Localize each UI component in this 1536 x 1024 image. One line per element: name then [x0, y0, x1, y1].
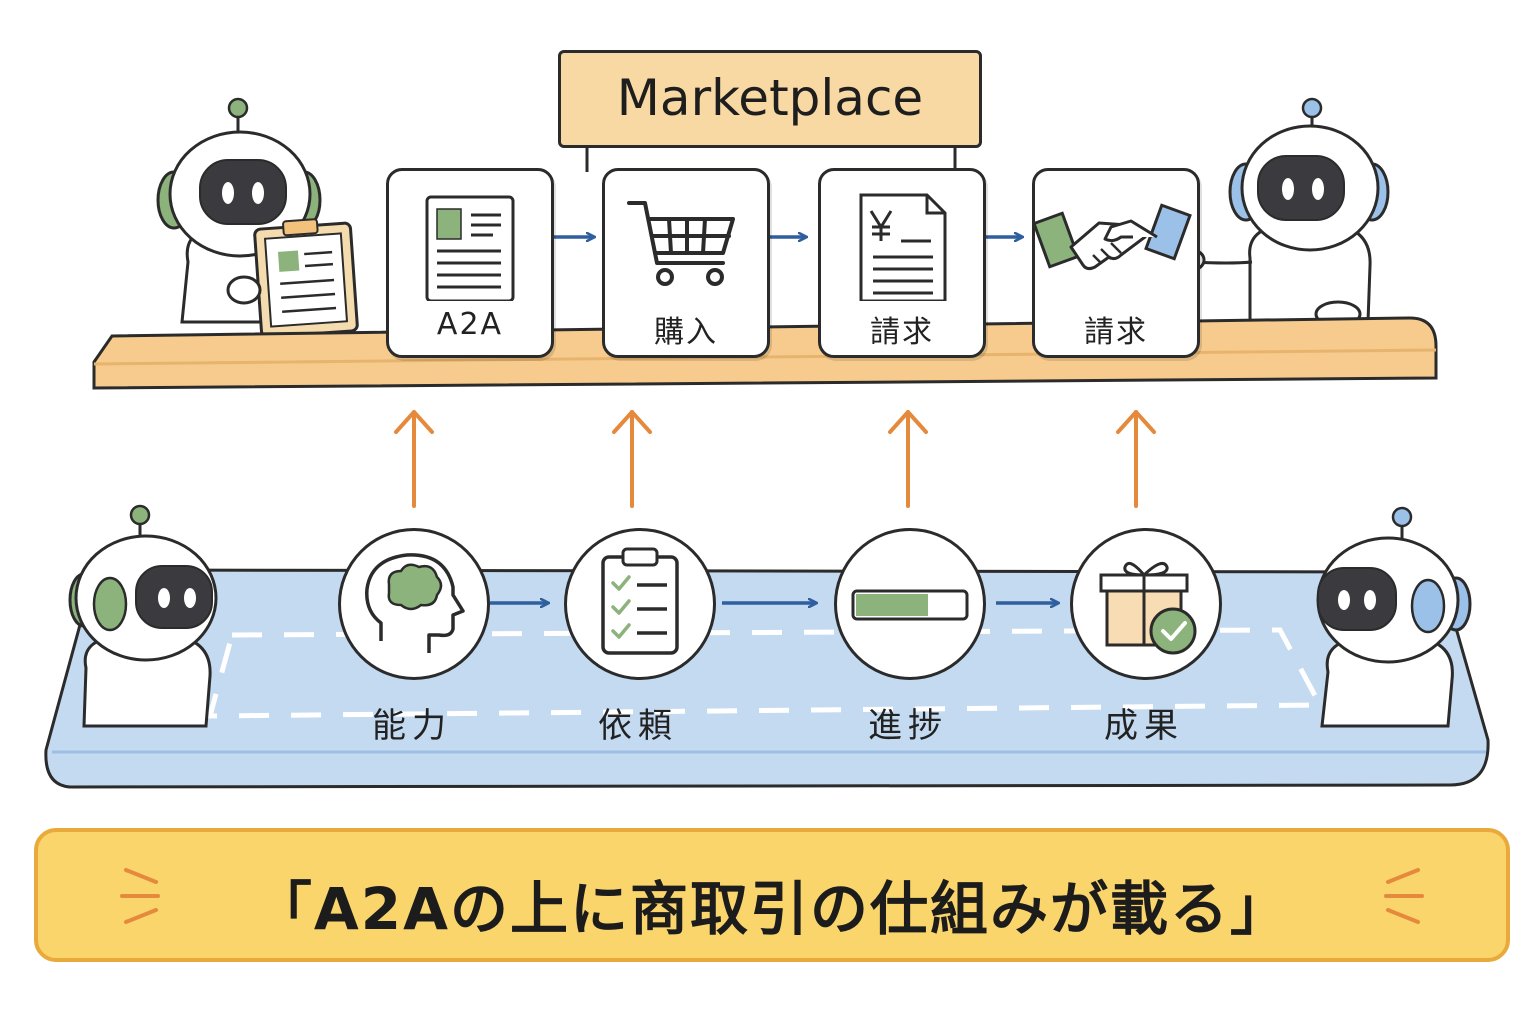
connector-arrows-up	[394, 410, 1156, 508]
progress-bar-icon	[851, 589, 969, 621]
bottom-step-label: 能力	[372, 706, 452, 746]
handshake-icon	[1035, 203, 1192, 271]
brain-head-icon	[365, 553, 465, 653]
marketplace-sign-label: Marketplace	[616, 69, 924, 127]
bottom-step-node-progress	[834, 528, 986, 680]
shopping-cart-icon	[627, 201, 735, 286]
bottom-step-node-capability	[338, 528, 490, 680]
document-icon	[425, 195, 515, 301]
bottom-step-node-outcome	[1070, 528, 1222, 680]
robot-icon	[1316, 506, 1472, 728]
caption-text: 「A2Aの上に商取引の仕組みが載る」	[253, 875, 1291, 943]
caption-banner: 「A2Aの上に商取引の仕組みが載る」	[34, 828, 1510, 962]
robot-icon	[68, 504, 218, 728]
top-step-card-a2a: A2A	[386, 168, 554, 358]
bottom-step-label: 進捗	[868, 706, 948, 746]
bottom-step-label: 成果	[1104, 706, 1184, 746]
top-step-card-invoice: 請求	[818, 168, 986, 358]
clipboard-icon	[226, 218, 359, 339]
top-step-label: 請求	[870, 315, 934, 350]
gift-check-icon	[1099, 561, 1197, 655]
emphasis-marks	[120, 868, 1424, 924]
top-step-label: 請求	[1084, 315, 1148, 350]
robot-icon	[1178, 97, 1390, 328]
top-step-label: 購入	[654, 315, 718, 350]
yen-invoice-icon	[859, 193, 947, 301]
checklist-clipboard-icon	[601, 547, 679, 655]
bottom-step-node-request	[564, 528, 716, 680]
top-step-label: A2A	[436, 307, 504, 342]
top-step-card-purchase: 購入	[602, 168, 770, 358]
marketplace-sign: Marketplace	[558, 50, 982, 148]
bottom-step-label: 依頼	[598, 706, 678, 746]
top-step-card-contract: 請求	[1032, 168, 1200, 358]
